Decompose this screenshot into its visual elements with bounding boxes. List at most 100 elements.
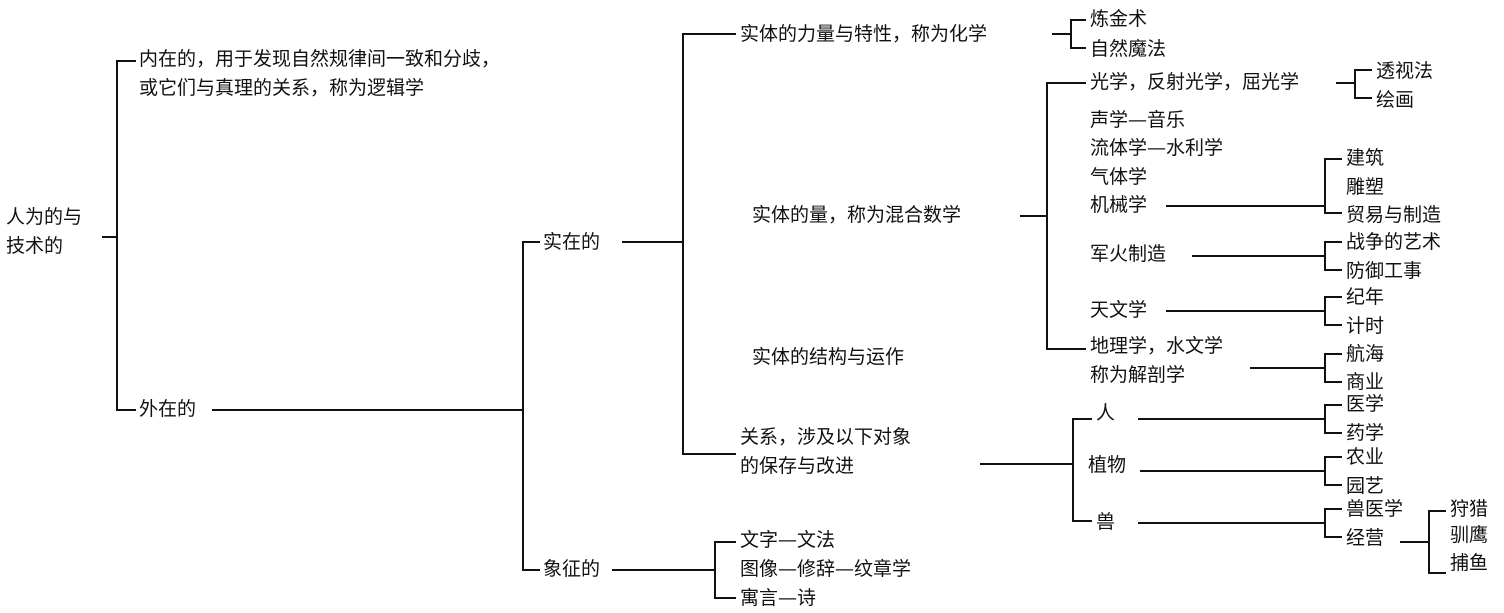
connector-line: [1324, 353, 1342, 355]
connector-line: [682, 453, 736, 455]
connector-line: [1428, 510, 1430, 574]
connector-line: [714, 597, 736, 599]
node-chemistry: 实体的力量与特性，称为化学: [740, 23, 988, 45]
node-root: 人为的与 技术的: [6, 206, 83, 257]
connector-line: [1166, 310, 1326, 312]
node-commerce: 商业: [1346, 371, 1385, 393]
node-falconry: 驯鹰: [1450, 524, 1489, 546]
connector-line: [1324, 456, 1342, 458]
connector-line: [1324, 353, 1326, 383]
connector-line: [522, 241, 540, 243]
connector-line: [1166, 205, 1326, 207]
connector-line: [102, 236, 118, 238]
connector-line: [1428, 510, 1446, 512]
node-images: 图像—修辞—纹章学: [740, 558, 912, 580]
connector-line: [1324, 212, 1342, 214]
connector-line: [1324, 241, 1326, 271]
node-hydraulics: 流体学—水利学: [1090, 137, 1224, 159]
node-painting: 绘画: [1376, 89, 1415, 111]
node-plants: 植物: [1088, 454, 1127, 476]
connector-line: [980, 463, 1074, 465]
connector-line: [682, 33, 736, 35]
node-sculpture: 雕塑: [1346, 176, 1385, 198]
node-man: 人: [1096, 402, 1116, 424]
node-fortification: 防御工事: [1346, 260, 1423, 282]
connector-line: [1052, 33, 1072, 35]
connector-line: [1324, 432, 1342, 434]
connector-line: [682, 33, 684, 455]
connector-line: [1400, 541, 1430, 543]
connector-line: [1250, 367, 1326, 369]
connector-line: [1324, 269, 1342, 271]
connector-line: [1354, 97, 1372, 99]
connector-line: [1324, 324, 1342, 326]
node-chronology: 纪年: [1346, 286, 1385, 308]
node-military: 军火制造: [1090, 243, 1167, 265]
connector-line: [212, 409, 524, 411]
node-pneumatics: 气体学: [1090, 166, 1148, 188]
node-architecture: 建筑: [1346, 147, 1385, 169]
node-alchemy: 炼金术: [1090, 8, 1148, 30]
node-mixed-mathematics: 实体的量，称为混合数学: [752, 204, 962, 226]
connector-line: [522, 241, 524, 571]
node-animals: 兽: [1096, 511, 1116, 533]
connector-line: [714, 541, 716, 599]
connector-line: [116, 60, 136, 62]
connector-line: [1324, 241, 1342, 243]
node-husbandry: 经营: [1346, 527, 1385, 549]
connector-line: [1354, 69, 1356, 99]
connector-line: [1336, 82, 1356, 84]
connector-line: [622, 241, 684, 243]
connector-line: [1070, 19, 1072, 49]
node-timekeeping: 计时: [1346, 315, 1385, 337]
node-mechanics: 机械学: [1090, 194, 1148, 216]
node-optics: 光学，反射光学，屈光学: [1090, 71, 1300, 93]
connector-line: [116, 409, 136, 411]
connector-line: [1324, 508, 1342, 510]
connector-line: [1428, 572, 1446, 574]
connector-line: [1138, 418, 1326, 420]
connector-line: [1324, 296, 1342, 298]
connector-line: [116, 60, 118, 410]
node-geography: 地理学，水文学: [1090, 335, 1224, 357]
connector-line: [1324, 381, 1342, 383]
node-writing: 文字—文法: [740, 529, 836, 551]
node-agriculture: 农业: [1346, 446, 1385, 468]
node-structure: 实体的结构与运作: [752, 346, 905, 368]
connector-line: [612, 569, 716, 571]
connector-line: [1046, 82, 1048, 350]
node-internal-logic: 内在的，用于发现自然规律间一致和分歧， 或它们与真理的关系，称为逻辑学: [139, 48, 501, 99]
connector-line: [1324, 296, 1326, 326]
node-navigation: 航海: [1346, 343, 1385, 365]
connector-line: [1072, 520, 1092, 522]
connector-line: [1324, 158, 1342, 160]
connector-line: [1324, 508, 1326, 538]
connector-line: [1324, 536, 1342, 538]
node-natural-magic: 自然魔法: [1090, 38, 1167, 60]
connector-line: [1192, 255, 1326, 257]
connector-line: [1324, 404, 1326, 434]
connector-line: [714, 541, 736, 543]
connector-line: [522, 569, 540, 571]
node-allegory: 寓言—诗: [740, 587, 817, 609]
node-real: 实在的: [543, 231, 601, 253]
connector-line: [1072, 418, 1074, 522]
node-fishing: 捕鱼: [1450, 552, 1489, 574]
connector-line: [1324, 158, 1326, 214]
node-trade: 贸易与制造: [1346, 204, 1442, 226]
connector-line: [1072, 418, 1092, 420]
node-medicine: 医学: [1346, 393, 1385, 415]
node-anatomy: 称为解剖学: [1090, 364, 1186, 386]
node-gardening: 园艺: [1346, 475, 1385, 497]
node-relations: 关系，涉及以下对象 的保存与改进: [740, 426, 912, 477]
connector-line: [1046, 348, 1086, 350]
connector-line: [1020, 215, 1048, 217]
node-acoustics: 声学—音乐: [1090, 109, 1186, 131]
node-astronomy: 天文学: [1090, 299, 1148, 321]
connector-line: [1070, 19, 1086, 21]
node-hunting: 狩猎: [1450, 498, 1489, 520]
connector-line: [1324, 456, 1326, 486]
connector-line: [1324, 484, 1342, 486]
connector-line: [1324, 404, 1342, 406]
node-pharmacy: 药学: [1346, 422, 1385, 444]
